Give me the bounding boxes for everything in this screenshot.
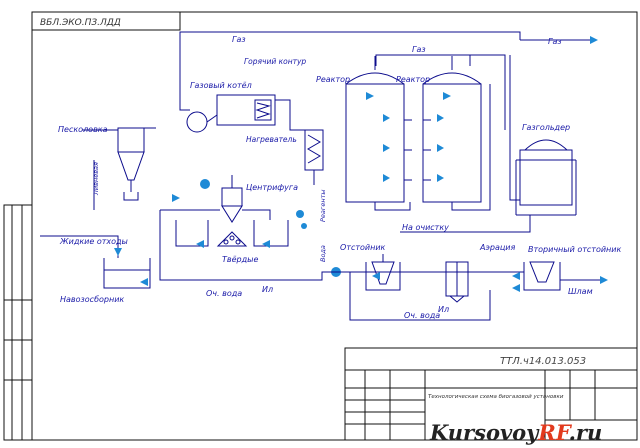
title-block: [344, 347, 638, 441]
to-cleaning-line: [400, 215, 531, 233]
solid-fraction-pile: [216, 231, 248, 247]
label-gas-out: Газ: [548, 37, 562, 46]
storage-tank: [103, 258, 151, 289]
hot-loop-line: [275, 99, 305, 131]
label-secondary-settler: Вторичный отстойник: [528, 245, 621, 254]
label-to-cleaning: На очистку: [402, 223, 449, 232]
reactor-1: [345, 56, 412, 211]
watermark-part-3: .ru: [569, 420, 603, 445]
sludge-arrow: [600, 276, 608, 284]
watermark-part-2: RF: [537, 420, 572, 445]
secondary-settler: [523, 261, 561, 291]
label-pump: Ливневая: [92, 162, 100, 196]
watermark-part-1: Kursovoy: [429, 420, 540, 445]
label-reactor-2: Реактор: [396, 75, 430, 84]
mix-tanks: [159, 209, 289, 265]
label-mixing: Ил: [262, 285, 273, 294]
title-block-name: Технологическая схема биогазовой установ…: [428, 394, 564, 400]
label-gas-holder: Газгольдер: [522, 123, 570, 132]
stamp-code: ВБЛ.ЭКО.ПЗ.ЛДД: [40, 18, 121, 28]
label-sludge-small: Ил: [438, 305, 449, 314]
label-hot-loop: Горячий контур: [244, 57, 306, 66]
label-gas-top: Газ: [232, 35, 246, 44]
label-settling-tank: Отстойник: [340, 243, 386, 252]
water-line-1: [159, 265, 336, 281]
process-flow-arrows: [114, 194, 520, 292]
label-reactor-1: Реактор: [316, 75, 350, 84]
gas-pipelines: [179, 31, 590, 201]
label-reagents: Реагенты: [319, 190, 327, 222]
label-waste-water-1: Оч. вода: [206, 289, 242, 298]
gas-holder: [515, 139, 577, 216]
label-storage-tank: Навозосборник: [60, 295, 124, 304]
gas-boiler: [186, 94, 276, 133]
heater: [304, 129, 324, 185]
reactor-flow-arrows: [366, 92, 451, 182]
reactor-2: [422, 56, 491, 211]
watermark: KursovoyRF.ru: [429, 420, 602, 445]
stamp-box: [31, 11, 181, 31]
left-margin-strip: [3, 204, 33, 441]
label-sludge: Шлам: [568, 287, 593, 296]
aeration-tank: [445, 261, 469, 303]
label-water: Вода: [319, 245, 327, 262]
document-code: ТТЛ.ч14.013.053: [500, 356, 586, 367]
gas-out-arrow: [590, 36, 598, 44]
label-solid-fraction: Твёрдые: [222, 255, 258, 264]
label-liquid-waste: Жидкие отходы: [59, 237, 128, 246]
label-aeration: Аэрация: [479, 243, 515, 252]
label-heater: Нагреватель: [246, 135, 297, 144]
sand-trap: [117, 127, 156, 201]
label-boiler: Газовый котёл: [190, 81, 252, 90]
label-waste-water-2: Оч. вода: [404, 311, 440, 320]
label-centrifuge: Центрифуга: [246, 183, 298, 192]
centrifuge: [221, 175, 243, 223]
label-gas-mid: Газ: [412, 45, 426, 54]
water-line-2: [349, 272, 491, 321]
